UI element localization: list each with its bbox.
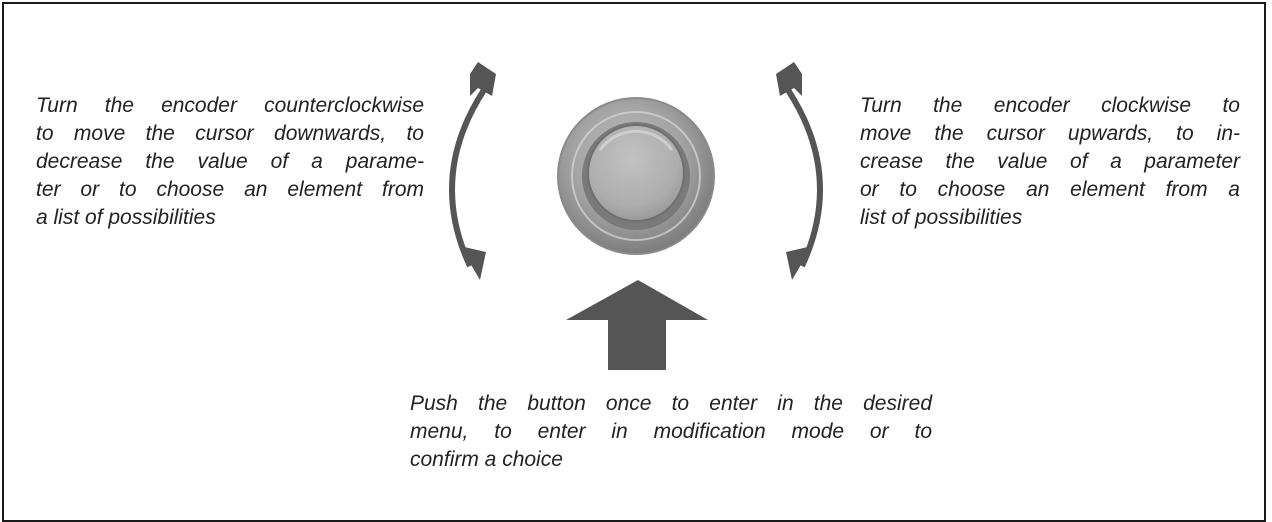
instruction-line: a list of possibilities	[36, 206, 216, 229]
push-instruction: Push the button once to enter in the des…	[410, 390, 932, 474]
instruction-line: Turn the encoder clockwise to	[860, 94, 1240, 117]
instruction-line: decrease the value of a parame-	[36, 150, 424, 173]
instruction-line: crease the value of a parameter	[860, 150, 1240, 173]
instruction-line: confirm a choice	[410, 448, 563, 471]
push-up-arrow-icon	[566, 280, 708, 370]
instruction-line: Push the button once to enter in the des…	[410, 392, 932, 415]
instruction-line: Turn the encoder counterclockwise	[36, 94, 424, 117]
instruction-line: list of possibilities	[860, 206, 1023, 229]
encoder-knob-icon	[557, 97, 715, 255]
instruction-line: menu, to enter in modification mode or t…	[410, 420, 932, 443]
counterclockwise-instruction: Turn the encoder counterclockwise to mov…	[36, 92, 424, 232]
instruction-line: to move the cursor downwards, to	[36, 122, 424, 145]
instruction-line: or to choose an element from a	[860, 178, 1240, 201]
instruction-line: ter or to choose an element from	[36, 178, 424, 201]
clockwise-instruction: Turn the encoder clockwise to move the c…	[860, 92, 1240, 232]
instruction-line: move the cursor upwards, to in-	[860, 122, 1240, 145]
clockwise-arrow-icon	[776, 62, 823, 280]
counterclockwise-arrow-icon	[449, 62, 496, 280]
